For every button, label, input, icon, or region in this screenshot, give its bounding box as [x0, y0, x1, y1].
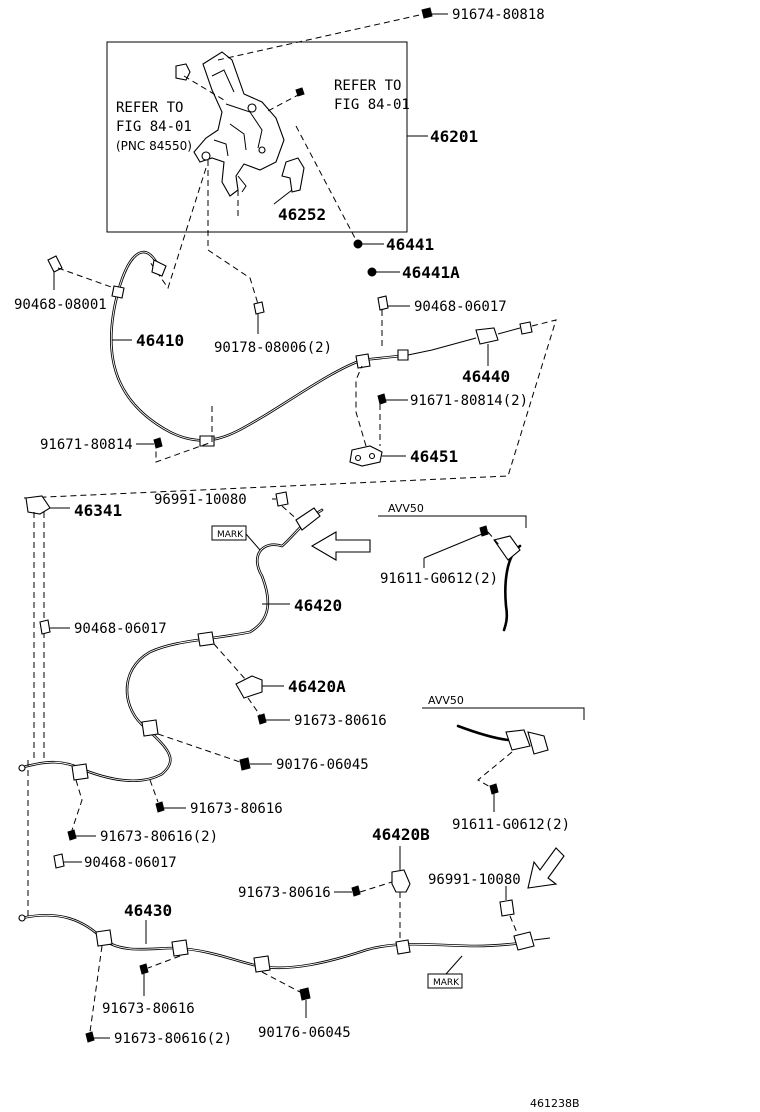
label-46252: 46252	[278, 205, 326, 224]
figure-id: 461238B	[530, 1097, 580, 1110]
clip-90468-06017-top	[377, 295, 410, 348]
bolt-91673-80616-d	[139, 955, 181, 996]
label-46441A: 46441A	[402, 263, 460, 282]
clip-90468-06017-bot	[53, 853, 82, 869]
label-mark-b: MARK	[433, 978, 460, 988]
clip-46341	[25, 495, 70, 760]
mark-tag-a	[211, 525, 261, 551]
label-46420B: 46420B	[372, 825, 430, 844]
fastener-91674-80818	[421, 7, 448, 19]
clamp-46420A	[213, 643, 284, 719]
label-91611-g0612-b: 91611-G0612(2)	[452, 817, 570, 833]
avv50-detail-b	[422, 707, 585, 812]
label-90176-06045-a: 90176-06045	[276, 757, 369, 773]
label-46420A: 46420A	[288, 677, 346, 696]
avv50-detail-a	[378, 515, 527, 632]
label-46440: 46440	[462, 367, 510, 386]
label-46451: 46451	[410, 447, 458, 466]
label-90468-06017-top: 90468-06017	[414, 299, 507, 315]
label-91674-80818: 91674-80818	[452, 7, 545, 23]
cable-46430	[18, 760, 551, 973]
bolt-91671-80814-2	[377, 393, 408, 446]
bolt-91673-80616-2b	[85, 945, 110, 1043]
label-46341: 46341	[74, 501, 122, 520]
lever-clip	[175, 63, 191, 81]
nut-90176-06045-b	[261, 971, 311, 1018]
part-46441	[353, 239, 384, 249]
label-96991-10080-b: 96991-10080	[428, 872, 521, 888]
label-refer-right-1: REFER TO	[334, 78, 401, 94]
label-46410: 46410	[136, 331, 184, 350]
label-91671-80814: 91671-80814	[40, 437, 133, 453]
clip-90468-08001	[47, 255, 115, 290]
label-90468-06017-mid: 90468-06017	[74, 621, 167, 637]
label-91611-g0612-a: 91611-G0612(2)	[380, 571, 498, 587]
direction-arrow-down	[527, 847, 565, 889]
label-mark-a: MARK	[217, 530, 244, 540]
label-avv50-a: AVV50	[388, 502, 424, 515]
bolt-91673-80616-2a	[67, 779, 96, 841]
bolt-91673-80616-b	[149, 779, 186, 813]
mark-tag-b	[427, 955, 463, 989]
label-90468-08001: 90468-08001	[14, 297, 107, 313]
label-91673-80616-b: 91673-80616	[190, 801, 283, 817]
label-91671-80814-2: 91671-80814(2)	[410, 393, 528, 409]
label-46441: 46441	[386, 235, 434, 254]
bolt-91673-80616-c	[334, 881, 393, 897]
clip-90468-06017-mid	[39, 619, 70, 635]
label-46430: 46430	[124, 901, 172, 920]
nut-90176-06045-a	[157, 733, 272, 771]
equalizer-46440	[23, 319, 557, 499]
lever-bolt	[295, 87, 305, 97]
cable-46420	[18, 507, 324, 782]
clamp-46420B	[391, 846, 411, 942]
bolt-91673-80616-a	[257, 713, 290, 725]
bolt-91671-80814	[136, 437, 163, 449]
label-90178-08006: 90178-08006(2)	[214, 340, 332, 356]
cable-46410	[110, 250, 433, 447]
label-refer-left-3: (PNC 84550)	[116, 139, 192, 153]
brake-lever-assembly	[193, 51, 285, 197]
lever-assembly-group	[106, 13, 428, 305]
bracket-46451	[349, 365, 406, 467]
label-91673-80616-a: 91673-80616	[294, 713, 387, 729]
label-91673-80616-2b: 91673-80616(2)	[114, 1031, 232, 1047]
part-46441A	[367, 267, 400, 277]
part-46252-bracket	[281, 157, 305, 193]
seal-96991-10080-a	[272, 491, 301, 523]
label-90176-06045-b: 90176-06045	[258, 1025, 351, 1041]
assembly-46201-box	[106, 41, 408, 233]
label-46201: 46201	[430, 127, 478, 146]
seal-96991-10080-b	[499, 886, 521, 941]
nut-90178-08006	[253, 301, 265, 334]
label-46420: 46420	[294, 596, 342, 615]
label-91673-80616-c: 91673-80616	[238, 885, 331, 901]
direction-arrow-left	[310, 531, 371, 561]
label-refer-left-1: REFER TO	[116, 100, 183, 116]
label-90468-06017-bot: 90468-06017	[84, 855, 177, 871]
label-91673-80616-2a: 91673-80616(2)	[100, 829, 218, 845]
label-91673-80616-d: 91673-80616	[102, 1001, 195, 1017]
label-refer-right-2: FIG 84-01	[334, 97, 410, 113]
label-96991-10080-a: 96991-10080	[154, 492, 247, 508]
label-avv50-b: AVV50	[428, 694, 464, 707]
label-refer-left-2: FIG 84-01	[116, 119, 192, 135]
